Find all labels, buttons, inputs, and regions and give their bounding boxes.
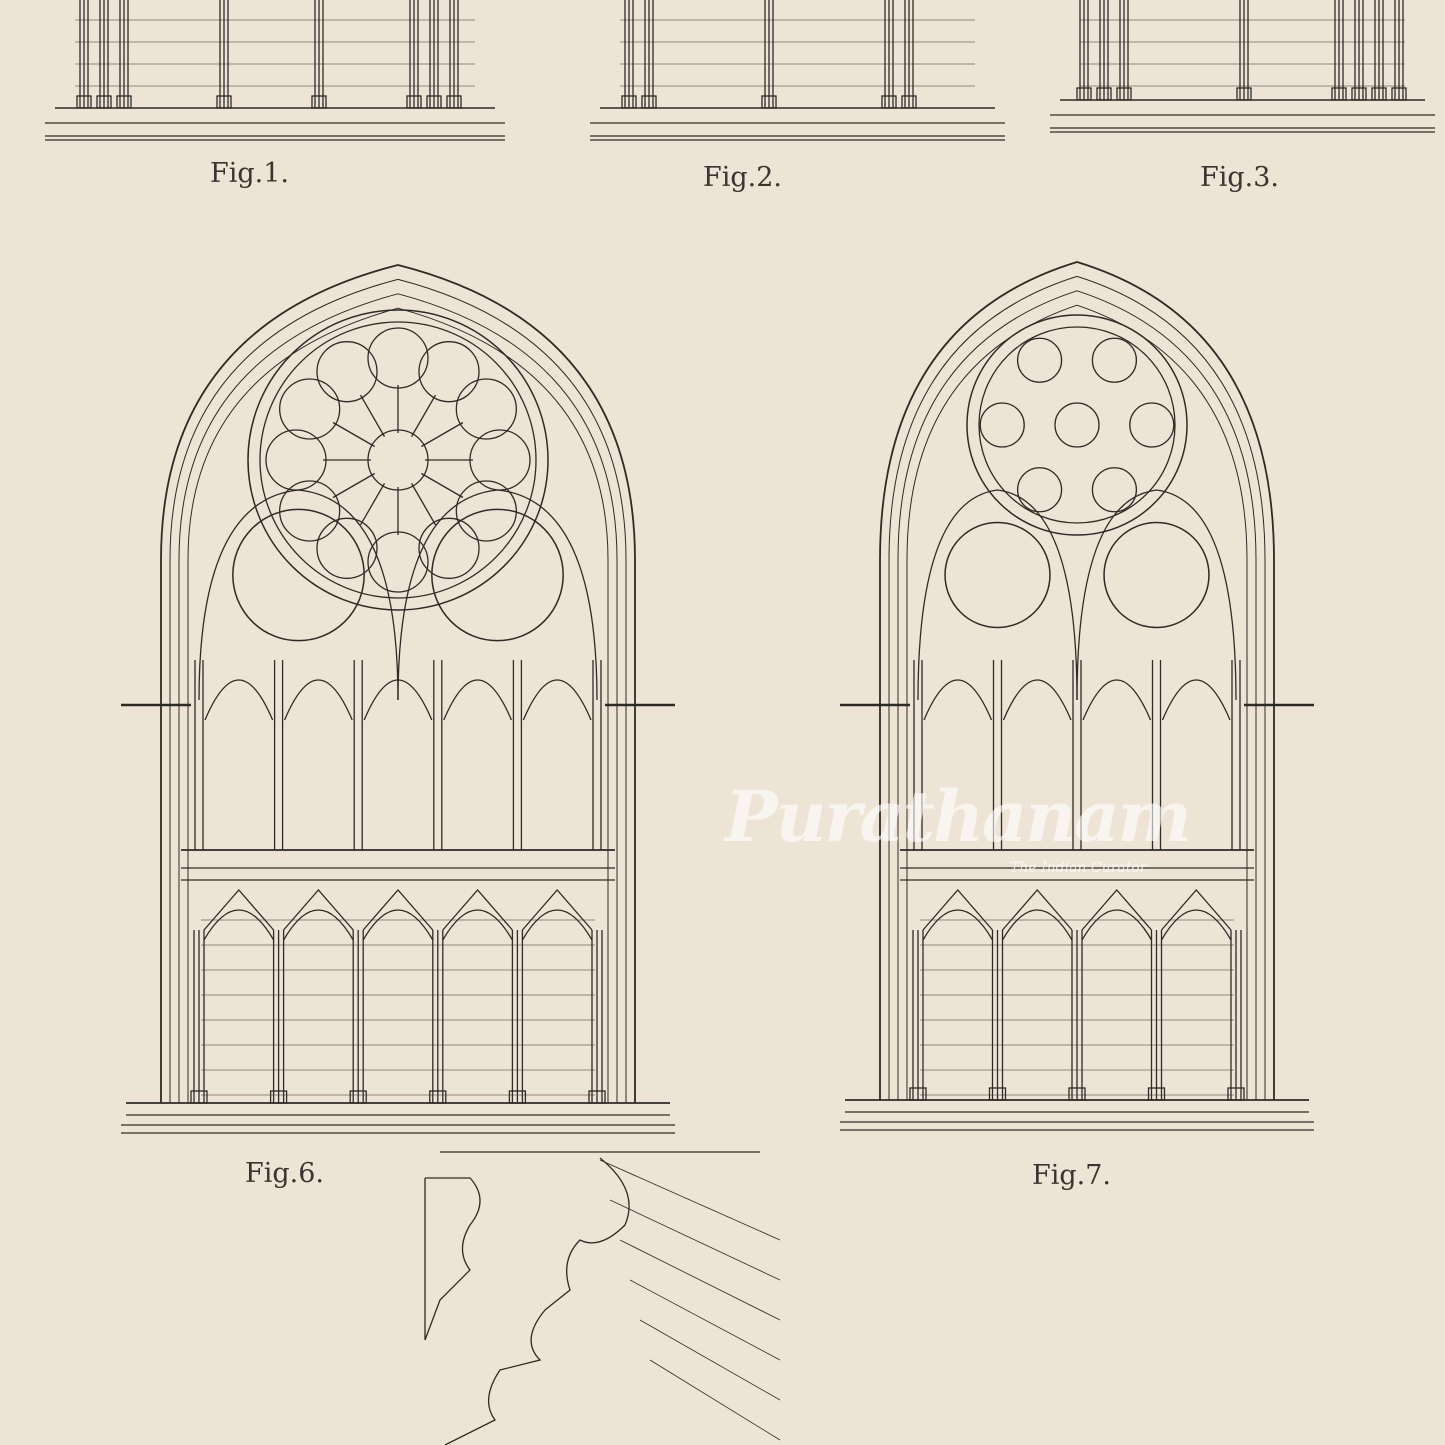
fig1-label: Fig.1. [210,158,289,189]
fig3-arcade [1050,0,1435,133]
fig6-window [121,264,675,1134]
watermark-logo: Purathanam [725,775,1192,858]
molding-profile [424,1151,781,1445]
fig2-label: Fig.2. [703,162,782,193]
watermark-subtitle: The Indian Curator [1010,860,1147,876]
fig7-window [840,261,1314,1131]
fig6-label: Fig.6. [245,1158,324,1189]
fig1-arcade [45,0,505,141]
fig2-arcade [590,0,1005,141]
fig7-label: Fig.7. [1032,1160,1111,1191]
fig3-label: Fig.3. [1200,162,1279,193]
